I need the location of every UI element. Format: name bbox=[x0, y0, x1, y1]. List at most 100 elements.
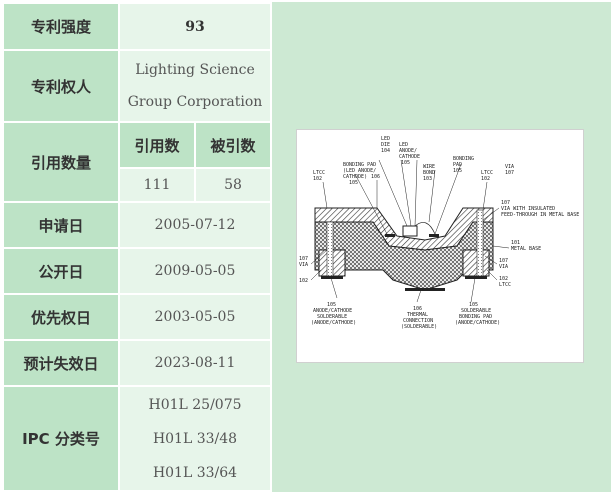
svg-text:SOLDERABLE: SOLDERABLE bbox=[317, 314, 347, 320]
row-publication-date: 公开日 2009-05-05 bbox=[2, 247, 273, 295]
row-priority-date: 优先权日 2003-05-05 bbox=[2, 293, 273, 341]
label-anode-cathode-left: 105 ANODE/CATHODE SOLDERABLE (ANODE/CATH… bbox=[311, 302, 356, 326]
leader-lines bbox=[310, 159, 510, 303]
priority-date-value: 2003-05-05 bbox=[117, 293, 273, 341]
svg-text:BONDING PAD: BONDING PAD bbox=[343, 162, 376, 168]
label-via-top-right: VIA 107 bbox=[505, 164, 514, 176]
row-ipc: IPC 分类号 H01L 25/075 H01L 33/48 H01L 33/6… bbox=[2, 385, 273, 492]
label-ltcc-right-lower: 102 LTCC bbox=[499, 276, 511, 288]
svg-text:106: 106 bbox=[413, 306, 422, 312]
priority-date-label: 优先权日 bbox=[2, 293, 120, 341]
svg-text:101: 101 bbox=[511, 240, 520, 246]
svg-text:LED: LED bbox=[399, 142, 408, 148]
bond-pad-left bbox=[385, 234, 395, 237]
filing-date-value: 2005-07-12 bbox=[117, 201, 273, 249]
filing-date-label: 申请日 bbox=[2, 201, 120, 249]
svg-text:105: 105 bbox=[453, 168, 462, 174]
strength-value: 93 bbox=[117, 2, 273, 51]
svg-text:102: 102 bbox=[313, 176, 322, 182]
svg-text:105: 105 bbox=[327, 302, 336, 308]
label-ltcc-top-right: LTCC 102 bbox=[481, 170, 493, 182]
row-citation-values: 111 58 bbox=[3, 167, 273, 203]
label-thermal-connection: 106 THERMAL CONNECTION (SOLDERABLE) bbox=[401, 306, 437, 330]
svg-text:103: 103 bbox=[423, 176, 432, 182]
svg-text:DIE: DIE bbox=[381, 142, 390, 148]
svg-text:CATHODE): CATHODE) bbox=[343, 174, 367, 180]
svg-text:105: 105 bbox=[349, 180, 358, 186]
cited-count-value: 111 bbox=[118, 167, 196, 203]
svg-text:BOND: BOND bbox=[423, 170, 435, 176]
label-via-right-lower: 107 VIA bbox=[499, 258, 508, 270]
label-via-left: 107 VIA bbox=[299, 256, 308, 268]
led-die bbox=[402, 225, 418, 237]
ipc-codes: H01L 25/075 H01L 33/48 H01L 33/64 bbox=[117, 385, 273, 492]
svg-text:PAD: PAD bbox=[453, 162, 462, 168]
svg-text:(LED ANODE/: (LED ANODE/ bbox=[343, 168, 376, 174]
row-strength: 专利强度 93 bbox=[2, 2, 273, 51]
solder-pad-left bbox=[321, 276, 343, 279]
citations-label: 引用数量 bbox=[2, 121, 120, 203]
holder-line-2: Group Corporation bbox=[127, 94, 263, 110]
expiry-date-label: 预计失效日 bbox=[2, 339, 120, 387]
row-holder: 专利权人 Lighting Science Group Corporation bbox=[2, 49, 273, 123]
svg-text:LTCC: LTCC bbox=[313, 170, 325, 176]
citing-count-header: 被引数 bbox=[193, 121, 273, 169]
label-ltcc-top-left: LTCC 102 bbox=[313, 170, 325, 182]
ipc-code-1: H01L 25/075 bbox=[148, 396, 242, 413]
cited-count-header: 引用数 bbox=[118, 121, 196, 169]
svg-text:LTCC: LTCC bbox=[481, 170, 493, 176]
label-led-die: LED DIE 104 bbox=[381, 136, 390, 154]
bond-pad-right bbox=[429, 234, 439, 237]
patent-drawing: BONDING PAD (LED ANODE/ CATHODE) 105 LED… bbox=[296, 129, 584, 363]
svg-text:107: 107 bbox=[299, 256, 308, 262]
svg-text:VIA: VIA bbox=[505, 164, 514, 170]
holder-line-1: Lighting Science bbox=[135, 62, 255, 78]
svg-text:105: 105 bbox=[401, 160, 410, 166]
svg-text:105: 105 bbox=[469, 302, 478, 308]
holder-label: 专利权人 bbox=[2, 49, 120, 123]
label-solderable-pad-right: 105 SOLDERABLE BONDING PAD (ANODE/CATHOD… bbox=[455, 302, 500, 326]
svg-text:LED: LED bbox=[381, 136, 390, 142]
svg-text:107: 107 bbox=[501, 200, 510, 206]
label-led-anode: LED ANODE/ CATHODE 105 bbox=[399, 142, 420, 166]
svg-text:102: 102 bbox=[481, 176, 490, 182]
svg-text:WIRE: WIRE bbox=[423, 164, 435, 170]
ltcc-right-block bbox=[462, 249, 490, 277]
label-via-insulated: 107 VIA WITH INSULATED FEED-THROUGH IN M… bbox=[501, 200, 579, 218]
led-package-cross-section: BONDING PAD (LED ANODE/ CATHODE) 105 LED… bbox=[299, 136, 579, 330]
svg-text:SOLDERABLE: SOLDERABLE bbox=[461, 308, 491, 314]
svg-text:104: 104 bbox=[381, 148, 390, 154]
svg-text:FEED-THROUGH IN METAL BASE: FEED-THROUGH IN METAL BASE bbox=[501, 212, 579, 218]
patent-info-table: 专利强度 93 专利权人 Lighting Science Group Corp… bbox=[2, 2, 273, 492]
svg-text:102: 102 bbox=[499, 276, 508, 282]
svg-text:107: 107 bbox=[499, 258, 508, 264]
label-wire-bond: WIRE BOND 103 bbox=[423, 164, 435, 182]
expiry-date-value: 2023-08-11 bbox=[117, 339, 273, 387]
row-citation-headers: 引用数量 引用数 被引数 bbox=[2, 121, 273, 203]
svg-text:BONDING PAD: BONDING PAD bbox=[459, 314, 492, 320]
svg-text:(ANODE/CATHODE): (ANODE/CATHODE) bbox=[311, 320, 356, 326]
svg-text:BONDING: BONDING bbox=[453, 156, 474, 162]
row-filing-date: 申请日 2005-07-12 bbox=[2, 201, 273, 249]
strength-label: 专利强度 bbox=[2, 2, 120, 51]
publication-date-value: 2009-05-05 bbox=[117, 247, 273, 295]
metal-base bbox=[314, 221, 494, 291]
svg-text:CATHODE: CATHODE bbox=[399, 154, 420, 160]
svg-text:VIA WITH INSULATED: VIA WITH INSULATED bbox=[501, 206, 555, 212]
svg-text:VIA: VIA bbox=[499, 264, 508, 270]
thermal-pad bbox=[405, 288, 445, 291]
svg-text:VIA: VIA bbox=[299, 262, 308, 268]
label-106: 106 bbox=[371, 174, 380, 180]
solder-pad-right bbox=[465, 276, 487, 279]
ipc-code-3: H01L 33/64 bbox=[152, 464, 238, 481]
row-expiry-date: 预计失效日 2023-08-11 bbox=[2, 339, 273, 387]
citing-count-value: 58 bbox=[193, 167, 273, 203]
ipc-code-2: H01L 33/48 bbox=[152, 430, 238, 447]
svg-text:LTCC: LTCC bbox=[499, 282, 511, 288]
svg-text:ANODE/CATHODE: ANODE/CATHODE bbox=[313, 308, 352, 314]
svg-text:107: 107 bbox=[505, 170, 514, 176]
svg-text:METAL BASE: METAL BASE bbox=[511, 246, 541, 252]
label-bonding-pad-right: BONDING PAD 105 bbox=[453, 156, 474, 174]
via-right bbox=[476, 209, 484, 277]
